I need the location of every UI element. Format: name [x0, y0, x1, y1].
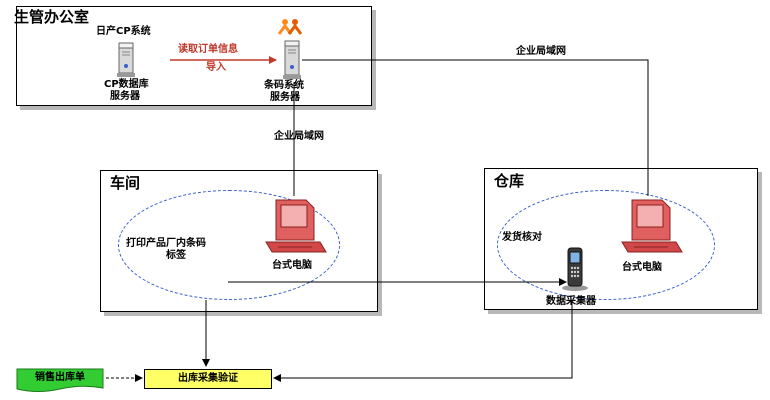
read-order-label-2: 导入 [206, 62, 226, 73]
workshop-desktop-label: 台式电脑 [272, 260, 312, 271]
cp-server-label-2: 服务器 [110, 91, 140, 102]
lan-line-warehouse [302, 59, 649, 196]
office-box [16, 6, 372, 106]
sales-note-label: 销售出库单 [35, 372, 85, 383]
barcode-server-label-2: 服务器 [270, 92, 300, 103]
office-title: 生管办公室 [14, 8, 90, 26]
verify-box: 出库采集验证 [144, 369, 272, 389]
dispatch-check-label: 发货核对 [502, 232, 542, 243]
warehouse-title: 仓库 [494, 172, 525, 190]
workshop-title: 车间 [110, 174, 141, 192]
sales-note-shape [16, 368, 104, 392]
collector-to-verify-arrow [273, 302, 573, 382]
users-icon [278, 19, 302, 35]
warehouse-ellipse [497, 190, 715, 300]
warehouse-desktop-label: 台式电脑 [622, 262, 662, 273]
read-order-label-1: 读取订单信息 [178, 44, 238, 55]
barcode-server-icon [283, 40, 301, 79]
warehouse-desktop-icon [621, 199, 683, 253]
data-collector-icon [562, 247, 588, 291]
barcode-server-label-1: 条码系统 [264, 80, 304, 91]
data-collector-label: 数据采集器 [546, 296, 596, 307]
cp-server-icon [117, 42, 135, 77]
lan-middle-label: 企业局域网 [274, 131, 324, 142]
workshop-ellipse [118, 190, 340, 300]
print-label-line-1: 打印产品厂内条码 [126, 238, 206, 249]
cp-server-label-1: CP数据库 [104, 79, 149, 90]
print-label-line-2: 标签 [166, 250, 186, 261]
lan-top-label: 企业局域网 [516, 46, 566, 57]
workshop-desktop-icon [265, 199, 327, 253]
cp-system-label: 日产CP系统 [96, 26, 151, 37]
